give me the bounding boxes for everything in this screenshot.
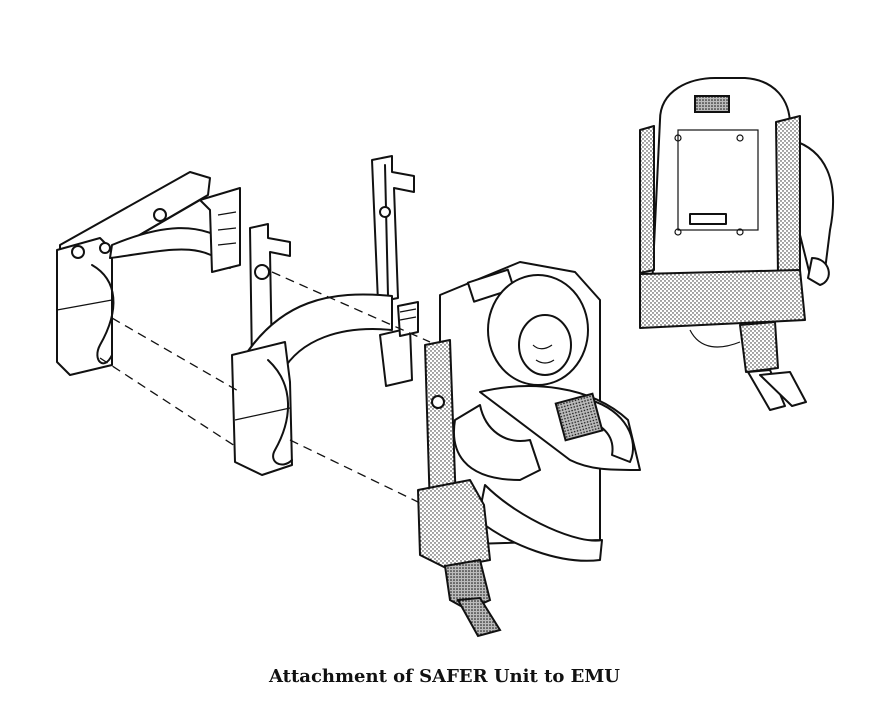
assembly-guide-lines [99, 271, 431, 503]
line-drawing [56, 77, 835, 638]
safer-front-unit [231, 155, 419, 476]
safer-rear-tower-unit [56, 171, 241, 376]
astronaut-with-safer [417, 261, 641, 638]
emu-rear-view [639, 77, 835, 411]
figure-caption: Attachment of SAFER Unit to EMU [269, 666, 620, 687]
